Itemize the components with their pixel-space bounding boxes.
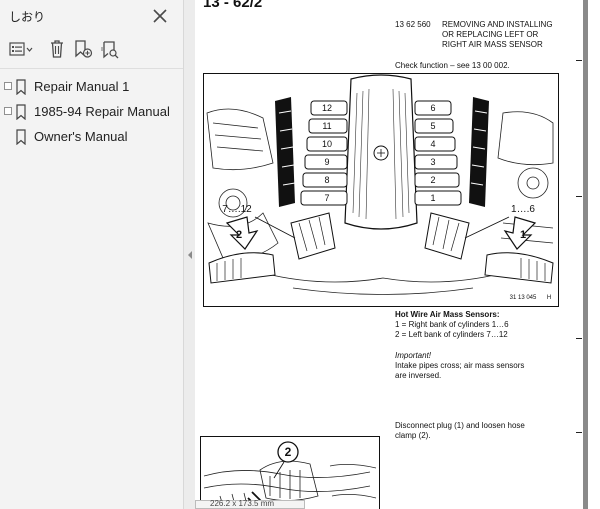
engine-diagram: 12 11 10 9 8 7 6 5 4 3 2 1: [203, 73, 559, 307]
cyl-range-left: 7….12: [222, 204, 252, 215]
cyl-label-right: 5: [430, 121, 435, 131]
cyl-label-right: 3: [430, 157, 435, 167]
callout-number: 2: [236, 229, 242, 241]
expand-icon[interactable]: [4, 82, 12, 90]
bookmark-item-owners-manual[interactable]: Owner's Manual: [0, 125, 183, 149]
panel-header: しおり: [0, 0, 183, 32]
margin-mark: [576, 338, 582, 339]
list-options-icon[interactable]: [8, 38, 34, 60]
next-page-edge: [588, 0, 600, 509]
panel-divider: [0, 68, 183, 69]
cyl-range-right: 1….6: [511, 204, 535, 215]
cyl-label-left: 7: [324, 193, 329, 203]
bookmark-toolbar: [0, 36, 183, 64]
document-view[interactable]: 13 - 62/2 13 62 560 REMOVING AND INSTALL…: [195, 0, 600, 509]
callout-number: 2: [285, 445, 292, 459]
cyl-label-left: 11: [322, 121, 331, 131]
cyl-label-left: 9: [324, 157, 329, 167]
section-title-line: RIGHT AIR MASS SENSOR: [442, 40, 543, 49]
panel-splitter[interactable]: [183, 0, 195, 509]
margin-mark: [576, 196, 582, 197]
margin-mark: [576, 60, 582, 61]
important-heading: Important!: [395, 351, 432, 360]
bookmark-icon: [16, 104, 26, 120]
cyl-label-right: 4: [430, 139, 435, 149]
close-icon[interactable]: [150, 6, 170, 26]
trash-icon[interactable]: [48, 38, 66, 60]
note-line: 1 = Right bank of cylinders 1…6: [395, 320, 509, 329]
important-line: are inversed.: [395, 371, 442, 380]
page-size-indicator: 226.2 x 173.5 mm: [195, 499, 305, 509]
cyl-label-left: 12: [322, 103, 332, 113]
expand-icon[interactable]: [4, 107, 12, 115]
bookmark-item-repair-manual-1[interactable]: Repair Manual 1: [0, 75, 183, 99]
note-heading: Hot Wire Air Mass Sensors:: [395, 310, 500, 319]
pdf-page: 13 - 62/2 13 62 560 REMOVING AND INSTALL…: [195, 0, 583, 509]
bookmark-item-1985-94-repair-manual[interactable]: 1985-94 Repair Manual: [0, 100, 183, 124]
cyl-label-right: 2: [430, 175, 435, 185]
check-function-text: Check function – see 13 00 002.: [395, 61, 510, 70]
bookmark-icon: [16, 129, 26, 145]
panel-title: しおり: [9, 10, 46, 24]
callout-number: 1: [520, 229, 526, 241]
cyl-label-right: 6: [430, 103, 435, 113]
disconnect-instruction: clamp (2).: [395, 431, 431, 440]
disconnect-instruction: Disconnect plug (1) and loosen hose: [395, 421, 525, 430]
section-code: 13 62 560: [395, 20, 431, 29]
bookmark-icon: [16, 79, 26, 95]
margin-mark: [576, 432, 582, 433]
cyl-label-right: 1: [430, 193, 435, 203]
bookmark-label: Owner's Manual: [34, 129, 128, 144]
add-bookmark-icon[interactable]: [73, 38, 93, 60]
bookmark-label: Repair Manual 1: [34, 79, 130, 94]
figure-suffix: H: [547, 295, 551, 301]
bookmarks-panel: しおり: [0, 0, 183, 509]
note-line: 2 = Left bank of cylinders 7…12: [395, 330, 508, 339]
figure-id: 31 13 045: [510, 295, 537, 301]
important-line: Intake pipes cross; air mass sensors: [395, 361, 525, 370]
find-bookmark-icon[interactable]: [100, 38, 120, 60]
cyl-label-left: 8: [324, 175, 329, 185]
page-size-text: 226.2 x 173.5 mm: [210, 499, 275, 508]
bookmark-label: 1985-94 Repair Manual: [34, 104, 170, 119]
section-title-line: REMOVING AND INSTALLING: [442, 20, 553, 29]
page-number: 13 - 62/2: [203, 0, 263, 11]
collapse-arrow-icon[interactable]: [187, 250, 193, 260]
section-title-line: OR REPLACING LEFT OR: [442, 30, 539, 39]
cyl-label-left: 10: [322, 139, 332, 149]
